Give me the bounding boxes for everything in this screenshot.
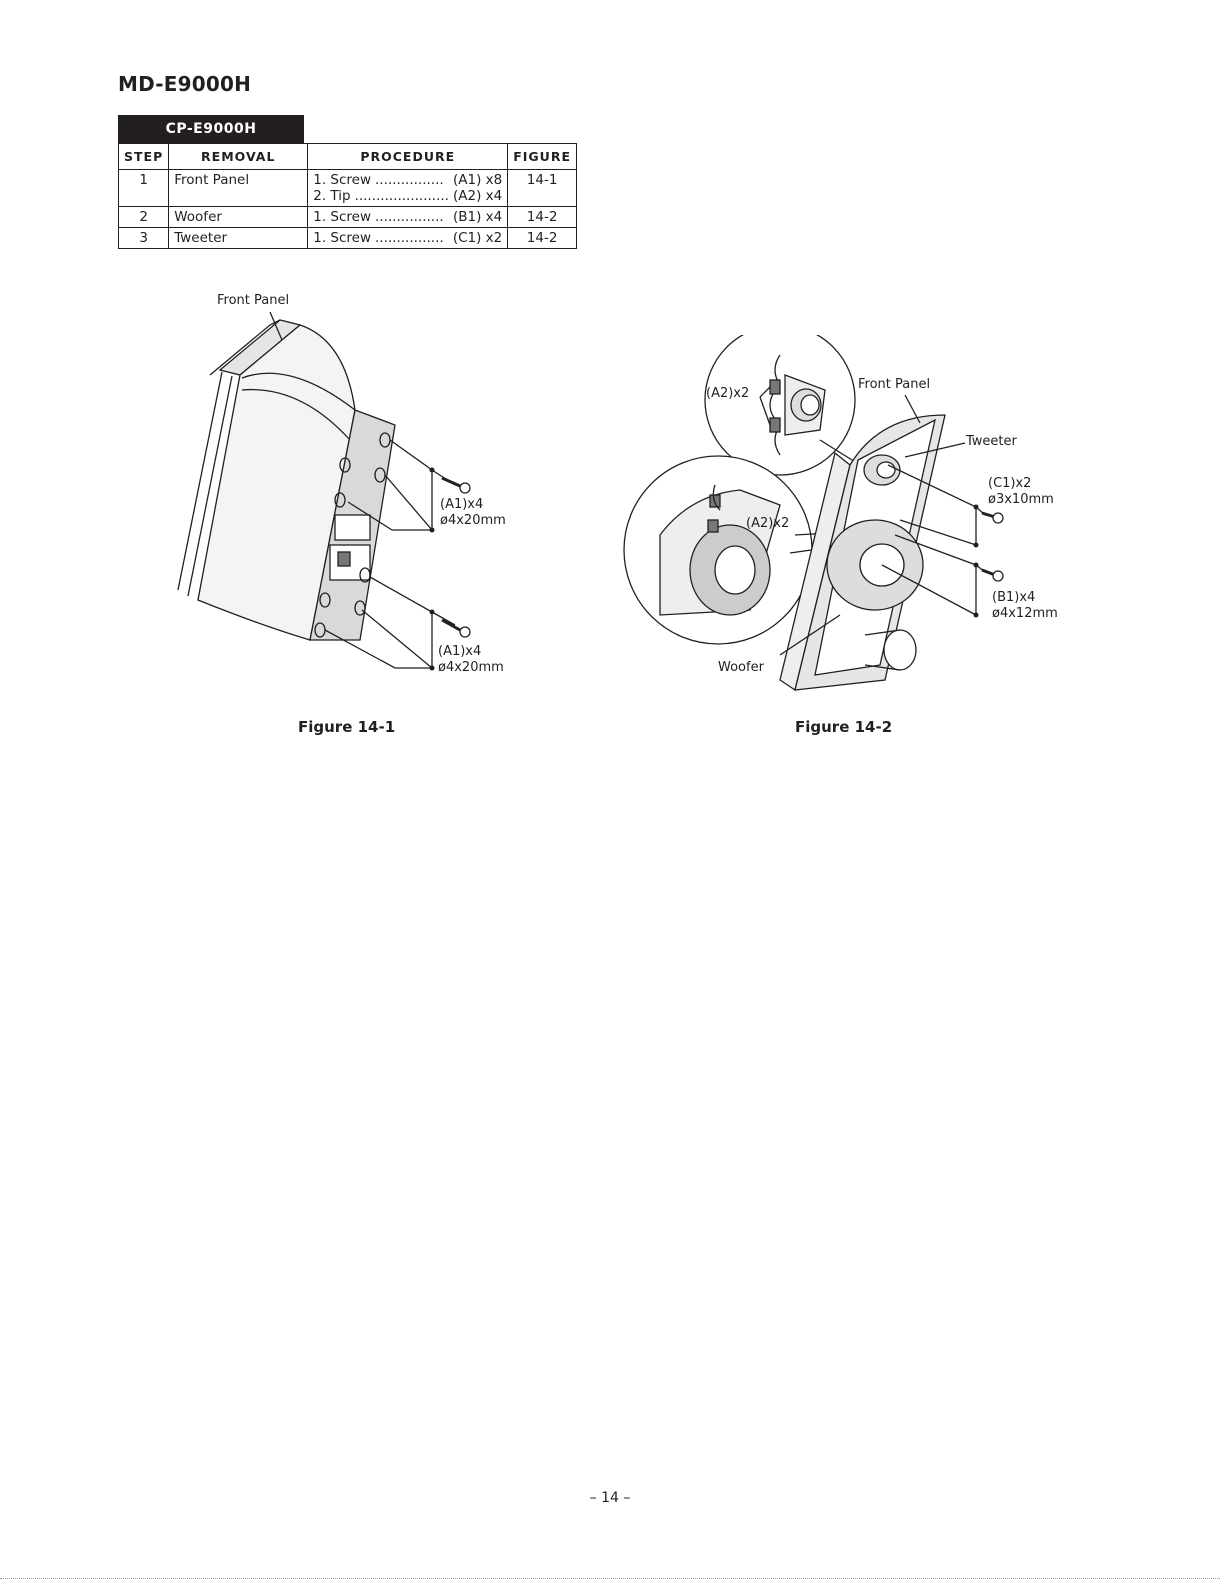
label-front-panel: Front Panel — [217, 293, 290, 308]
table-row: 1 Front Panel 1. Screw ................ … — [117, 169, 577, 207]
row-procedure: 1. Screw ................ (A1) x8 2. Tip… — [307, 169, 509, 207]
label-front-panel-2: Front Panel — [858, 377, 931, 392]
bottom-dotted-divider — [0, 1578, 1220, 1579]
label-a1-top: (A1)x4 ø4x20mm — [440, 497, 506, 528]
row-step: 2 — [117, 206, 170, 228]
figure-14-1-drawing — [177, 311, 471, 671]
row-figure: 14-2 — [507, 206, 577, 228]
label-tweeter: Tweeter — [966, 434, 1017, 449]
procedure-line: 1. Screw ................ (A1) x8 — [313, 172, 503, 188]
label-b1: (B1)x4 ø4x12mm — [992, 590, 1058, 621]
procedure-line: 2. Tip ...................... (A2) x4 — [313, 188, 503, 204]
row-step: 1 — [117, 169, 170, 207]
header-figure: FIGURE — [507, 143, 577, 170]
procedure-line: 1. Screw ................ (B1) x4 — [313, 209, 503, 225]
header-procedure: PROCEDURE — [307, 143, 509, 170]
row-figure: 14-1 — [507, 169, 577, 207]
row-removal: Front Panel — [168, 169, 309, 207]
model-title: MD-E9000H — [118, 72, 252, 96]
label-c1: (C1)x2 ø3x10mm — [988, 476, 1054, 507]
header-removal: REMOVAL — [168, 143, 309, 170]
procedure-line: 1. Screw ................ (C1) x2 — [313, 230, 503, 246]
row-removal: Woofer — [168, 206, 309, 228]
unit-header: CP-E9000H — [118, 115, 304, 143]
row-figure: 14-2 — [507, 227, 577, 249]
table-row: 2 Woofer 1. Screw ................ (B1) … — [117, 206, 577, 228]
label-a2-mid: (A2)x2 — [746, 516, 790, 531]
caption-figure-14-2: Figure 14-2 — [795, 718, 893, 736]
row-procedure: 1. Screw ................ (B1) x4 — [307, 206, 509, 228]
figure-14-2-drawing — [623, 335, 1004, 692]
page-number: – 14 – — [589, 1490, 631, 1506]
row-step: 3 — [117, 227, 170, 249]
row-removal: Tweeter — [168, 227, 309, 249]
row-procedure: 1. Screw ................ (C1) x2 — [307, 227, 509, 249]
label-woofer: Woofer — [718, 660, 764, 675]
caption-figure-14-1: Figure 14-1 — [298, 718, 396, 736]
table-row: 3 Tweeter 1. Screw ................ (C1)… — [117, 227, 577, 249]
removal-table: STEP REMOVAL PROCEDURE FIGURE 1 Front Pa… — [117, 143, 577, 249]
table-header-row: STEP REMOVAL PROCEDURE FIGURE — [117, 143, 577, 170]
label-a1-bottom: (A1)x4 ø4x20mm — [438, 644, 504, 675]
removal-table-wrap: CP-E9000H STEP REMOVAL PROCEDURE FIGURE … — [117, 115, 577, 249]
header-step: STEP — [117, 143, 170, 170]
label-a2-top: (A2)x2 — [706, 386, 750, 401]
